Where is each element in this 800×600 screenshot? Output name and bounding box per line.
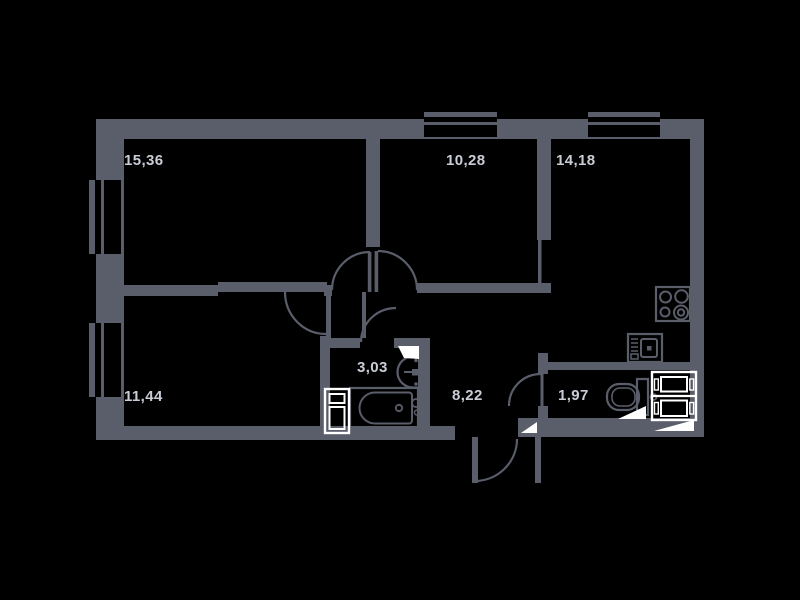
bathtub-faucet-knob [411,398,421,408]
wall-kitchen-west-upper [537,139,551,240]
washing-machine-icon [323,387,351,435]
threshold-wedges [398,346,694,433]
toilet-bowl [605,382,641,412]
washer-drawer [328,393,346,404]
wall-bathroom-north-left [320,338,360,348]
window-gap [424,117,497,122]
wall-entrance-stub [535,437,541,483]
room-label-hallway: 8,22 [452,387,483,404]
stove-icon [654,285,692,323]
wedge-entrance-threshold [521,422,537,433]
room-label-top-middle: 10,28 [446,152,486,169]
wall-jamb-vestibule [362,292,366,338]
walls [96,119,704,483]
wedge-under-fridge [654,420,694,431]
bathtub-inner [358,391,413,425]
window-gap [95,180,101,254]
door-arc-room-top-left [330,250,371,291]
burner-inner [676,308,686,317]
vent-wedge-bathroom [398,346,419,359]
window-niche [588,125,660,137]
sink-bowl [640,338,658,358]
door-arc-room-top-middle [377,249,419,291]
fridge-tab [653,401,659,415]
wall-bottom-right [518,418,704,437]
sink-tap [630,353,639,360]
wedge-under-toilet [618,406,646,419]
room-label-kitchen: 14,18 [556,152,596,169]
wall-right [690,119,704,437]
window-top-2 [588,112,660,137]
window-niche [424,125,497,137]
bathtub-faucet-knob [413,409,421,416]
burner [673,304,689,321]
wall-top [96,119,704,139]
window-gap [95,323,101,397]
sink-drain [647,346,652,351]
window-ledge [89,180,95,254]
room-labels: 15,36 10,28 14,18 11,44 3,03 8,22 1,97 [124,152,596,405]
window-gap [588,117,660,122]
kitchen-sink-icon [626,332,664,364]
wall-pier [324,285,332,296]
wall-wc-west-upper [538,353,548,374]
fridge-cell [660,376,688,393]
room-label-bottom-left: 11,44 [124,388,163,405]
fridge-tab [689,378,695,391]
washbasin-faucet [412,369,420,376]
fridge-tab [653,378,659,391]
window-ledge [89,323,95,397]
washer-door [328,406,346,430]
door-leaf-room-bottom-left [326,292,331,338]
sink-drainboard-lines [631,338,638,352]
door-arcs [283,249,542,483]
fridge-cell [660,399,688,417]
washbasin-dot [414,358,418,363]
window-left-2 [89,323,121,397]
washbasin-dot [414,382,418,386]
toilet-bowl-inner [611,387,636,407]
room-label-wc: 1,97 [558,387,589,404]
burner [674,289,689,304]
window-niche [104,180,121,254]
window-top-1 [424,112,497,137]
wall-room1-south-b [218,282,327,292]
door-arc-entrance [474,438,519,483]
room-label-bathroom: 3,03 [357,359,388,376]
window-niche [104,323,121,397]
bathtub-drain [394,403,404,413]
wall-room1-south-a [124,285,218,296]
door-leaf-room-top-middle [374,251,379,292]
burner [659,290,672,304]
wc-door-leaf [540,374,544,406]
wall-wc-north [548,362,690,370]
door-arc-bathroom [359,306,397,343]
window-ledge [588,112,660,117]
room-label-top-left: 15,36 [124,152,164,169]
wall-between-top-rooms [366,139,380,247]
fridge-tab [689,401,695,415]
washer-outline [323,387,351,435]
door-leaf-room-top-left [367,252,372,292]
wall-bottom-left [96,426,455,440]
wall-wc-west-lower [538,406,548,437]
stove-outline [654,285,692,323]
door-arc-room-bottom-left [283,291,327,336]
wall-bathroom-north-right [394,338,430,348]
windows [89,112,660,397]
refrigerator-column-icon [650,370,698,422]
wall-hall-north-right [417,283,551,293]
burner [659,306,671,318]
window-ledge [424,112,497,117]
wall-thin-jamb-kitchen [538,240,542,290]
wall-bathroom-east [418,338,430,440]
sink-outline [626,332,664,364]
window-left-1 [89,180,121,254]
door-arc-wc [507,372,542,407]
entrance-door-leaf [472,437,478,483]
